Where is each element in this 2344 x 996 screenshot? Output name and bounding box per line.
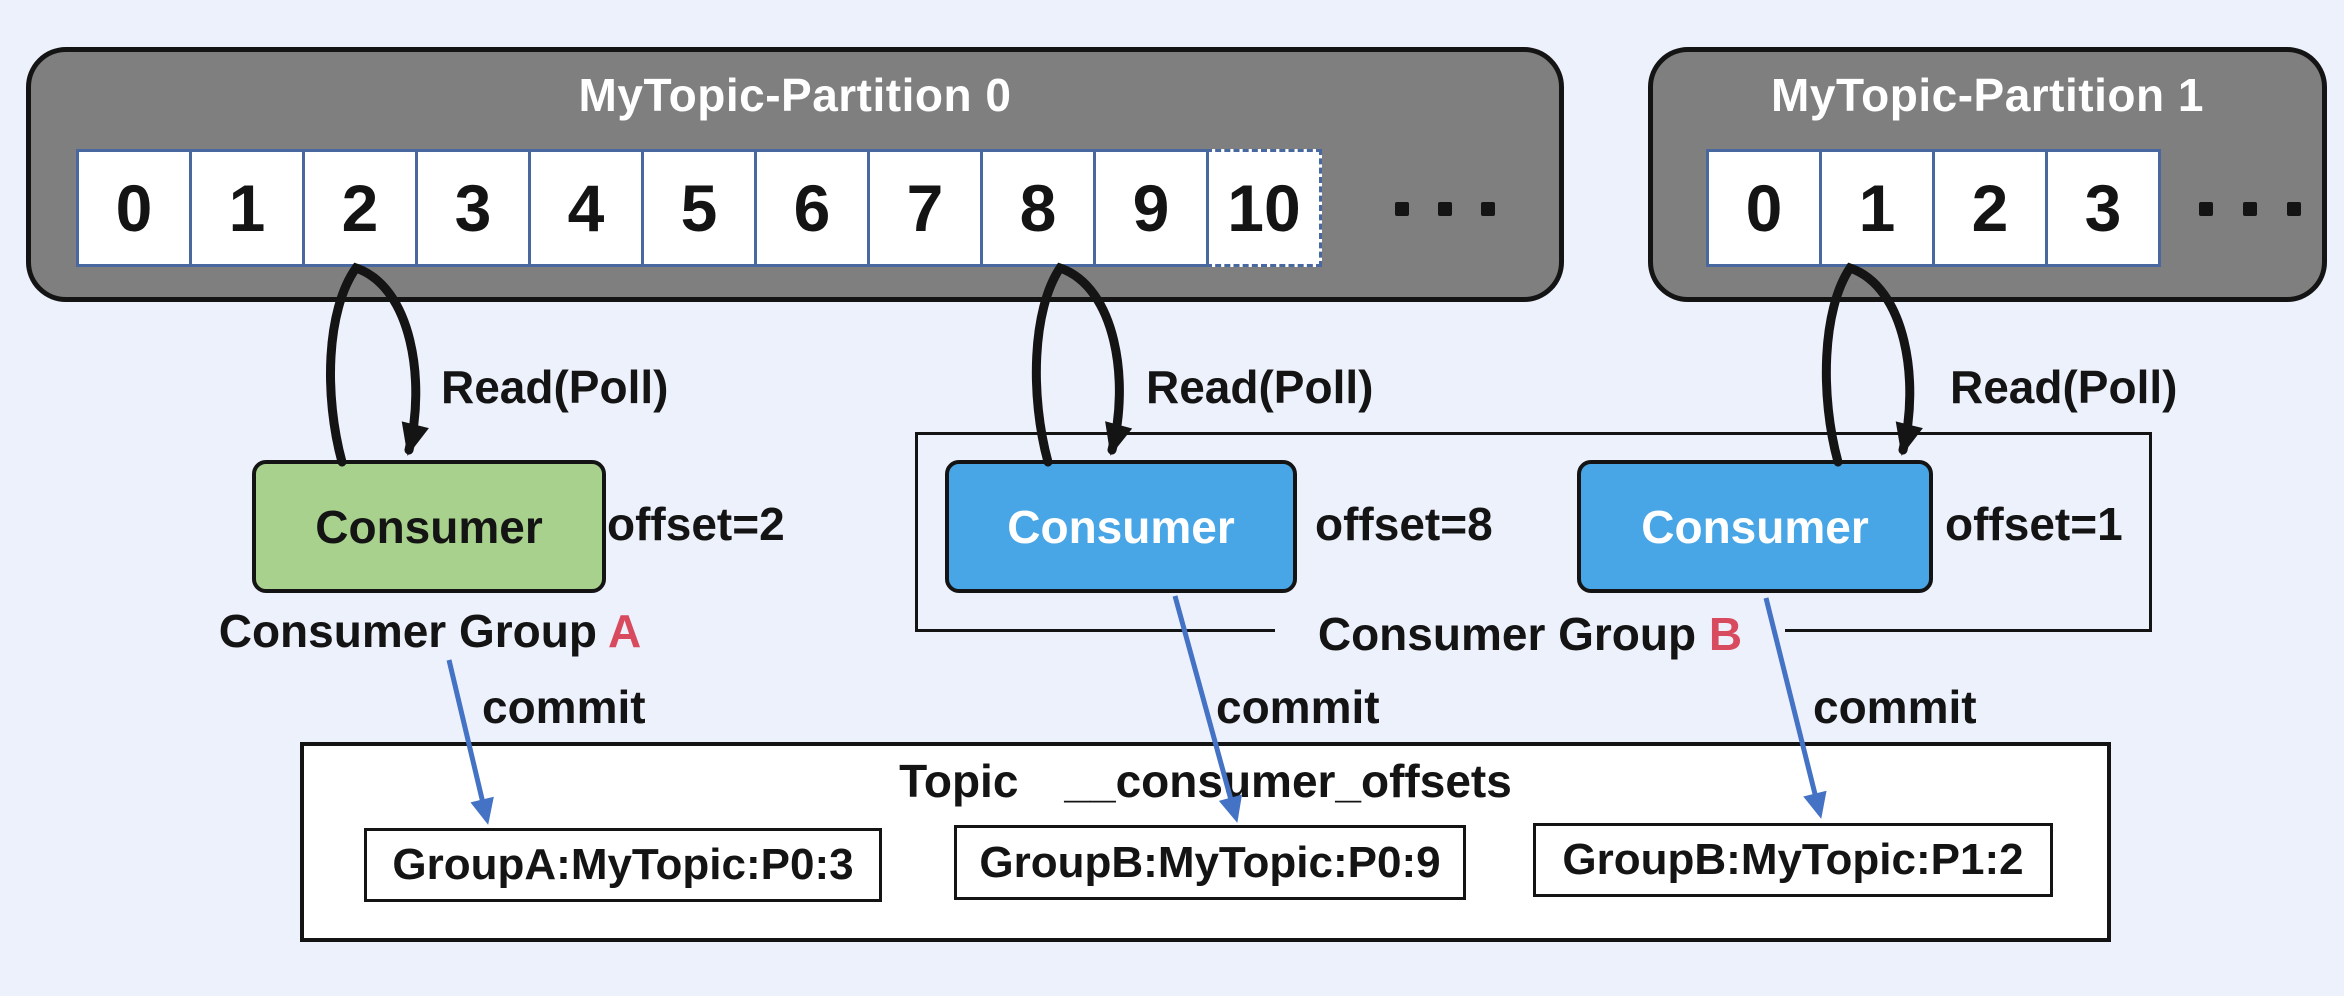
commit-label-2: commit (1216, 681, 1380, 733)
consumer-group-b-consumer-2: Consumer (1577, 460, 1933, 593)
p0-cell-7: 7 (867, 149, 983, 267)
group-a-label-text: Consumer Group (218, 605, 609, 657)
offset-record-group-b-p1: GroupB:MyTopic:P1:2 (1533, 823, 2053, 897)
p0-ellipsis-dot (1395, 202, 1409, 216)
p0-cell-8: 8 (980, 149, 1096, 267)
p1-cell-2: 2 (1932, 149, 2048, 267)
offsets-topic-title: Topic __consumer_offsets (304, 754, 2107, 808)
offsets-topic-title-name: __consumer_offsets (1064, 755, 1512, 807)
consumer-group-a-label: Consumer Group A (180, 604, 680, 658)
offset-record-group-b-p0: GroupB:MyTopic:P0:9 (954, 825, 1466, 900)
p0-ellipsis-dot (1438, 202, 1452, 216)
offset-label-1: offset=2 (607, 498, 785, 550)
p0-cell-6: 6 (754, 149, 870, 267)
p1-ellipsis-dot (2199, 202, 2213, 216)
p1-cell-3: 3 (2045, 149, 2161, 267)
commit-label-1: commit (482, 681, 646, 733)
consumer-label: Consumer (315, 500, 543, 553)
read-poll-label-3: Read(Poll) (1950, 361, 2178, 413)
partition1-cells: 0 1 2 3 (1706, 149, 2161, 267)
offset-record-group-a-p0: GroupA:MyTopic:P0:3 (364, 828, 882, 902)
consumer-group-b-label: Consumer Group B (1275, 607, 1785, 661)
p0-cell-0: 0 (76, 149, 192, 267)
partition0-cells: 0 1 2 3 4 5 6 7 8 9 10 (76, 149, 1322, 267)
p1-ellipsis-dot (2287, 202, 2301, 216)
p0-ellipsis-dot (1481, 202, 1495, 216)
partition1-title: MyTopic-Partition 1 (1771, 69, 2204, 121)
group-a-letter: A (608, 605, 642, 657)
p0-cell-5: 5 (641, 149, 757, 267)
p1-cell-1: 1 (1819, 149, 1935, 267)
partition0-title: MyTopic-Partition 0 (578, 69, 1012, 121)
p1-ellipsis-dot (2243, 202, 2257, 216)
p0-cell-3: 3 (415, 149, 531, 267)
p1-cell-0: 0 (1706, 149, 1822, 267)
commit-label-3: commit (1813, 681, 1977, 733)
read-poll-label-2: Read(Poll) (1146, 361, 1374, 413)
p0-cell-10: 10 (1206, 149, 1322, 267)
consumer-label: Consumer (1007, 500, 1235, 553)
group-b-label-text: Consumer Group (1317, 608, 1709, 660)
group-b-letter: B (1708, 608, 1743, 660)
offset-label-3: offset=1 (1945, 498, 2123, 550)
consumer-label: Consumer (1641, 500, 1869, 553)
consumer-group-b-consumer-1: Consumer (945, 460, 1297, 593)
p0-cell-4: 4 (528, 149, 644, 267)
offset-label-2: offset=8 (1315, 498, 1493, 550)
p0-cell-2: 2 (302, 149, 418, 267)
p0-cell-9: 9 (1093, 149, 1209, 267)
p0-cell-1: 1 (189, 149, 305, 267)
read-poll-label-1: Read(Poll) (441, 361, 669, 413)
consumer-group-a-consumer: Consumer (252, 460, 606, 593)
offsets-topic-title-word: Topic (899, 755, 1019, 807)
